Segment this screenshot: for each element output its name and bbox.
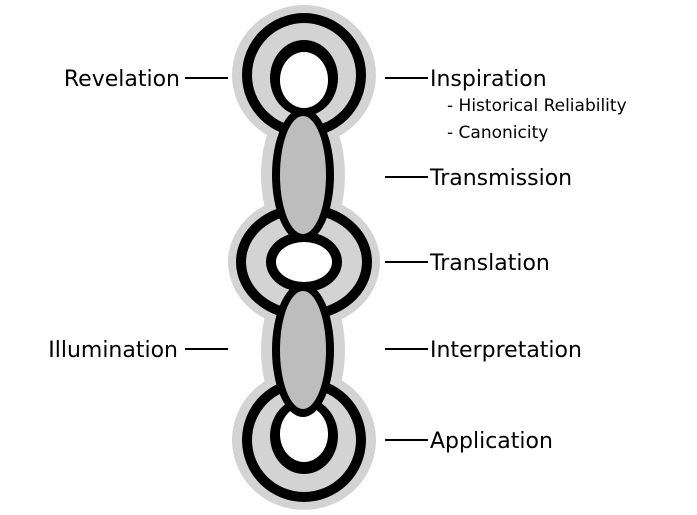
label-illumination: Illumination (48, 338, 178, 363)
label-canonicity: - Canonicity (447, 123, 548, 143)
chain-link-upper-oval (272, 108, 334, 242)
label-inspiration: Inspiration (430, 67, 547, 92)
label-application: Application (430, 429, 553, 454)
label-transmission: Transmission (429, 166, 572, 191)
label-translation: Translation (429, 251, 550, 276)
label-interpretation: Interpretation (430, 338, 582, 363)
label-revelation: Revelation (64, 67, 180, 92)
label-historical-reliability: - Historical Reliability (447, 96, 627, 116)
chain-link-lower-oval (272, 283, 334, 417)
